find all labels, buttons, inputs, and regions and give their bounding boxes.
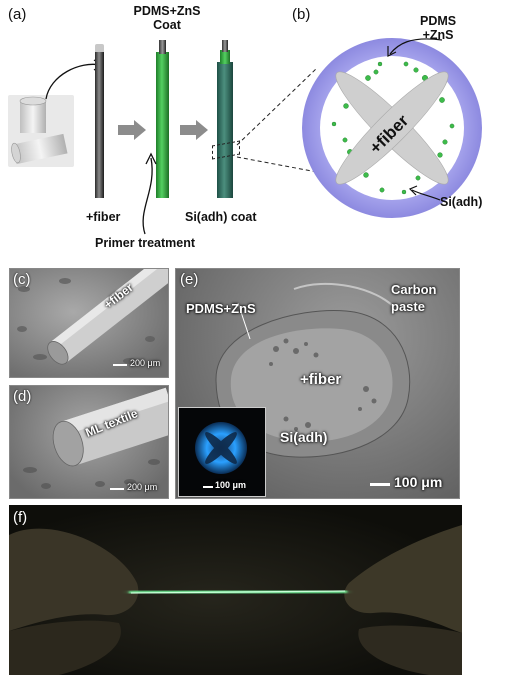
fiber-label: +fiber: [86, 210, 121, 224]
primer-arrow: [142, 152, 157, 235]
inset-scale-bar: [203, 486, 213, 488]
e-si-label: Si(adh): [280, 429, 328, 445]
fluorescence-inset: 100 μm: [178, 407, 266, 497]
bare-fiber-tip: [95, 44, 104, 52]
panel-f-photo: (f): [9, 505, 462, 675]
glowing-fiber-photo: [9, 525, 462, 675]
fiber-roll-photo: [8, 95, 74, 167]
panel-c-label: (c): [13, 271, 31, 288]
sem-fiber-d: [23, 387, 168, 489]
d-scale-bar: [110, 488, 124, 490]
si-fiber-green-tip: [220, 50, 230, 64]
pdms-coated-fiber: [156, 52, 169, 198]
si-coated-fiber: [217, 62, 233, 198]
d-scale-label: 200 μm: [127, 482, 158, 492]
step-arrow-1: [118, 120, 146, 140]
c-scale-label: 200 μm: [130, 358, 161, 368]
panel-e-sem: (e) Carbon paste PDMS+ZnS +fiber Si(adh)…: [175, 268, 460, 499]
carbon-paste-label: Carbon paste: [391, 282, 437, 314]
panel-b: (b) PDMS +ZnS: [290, 0, 507, 260]
cross-section-diagram: [302, 38, 482, 218]
e-pdms-label: PDMS+ZnS: [186, 301, 256, 316]
panel-f-label: (f): [13, 509, 28, 526]
bare-fiber-rod: [95, 50, 104, 198]
sem-fiber-c: [17, 269, 168, 365]
si-coat-label: Si(adh) coat: [185, 210, 257, 224]
panel-d-sem: (d) ML textile 200 μm: [9, 385, 169, 499]
e-scale-label: 100 μm: [394, 474, 443, 490]
coat-label: PDMS+ZnS Coat: [133, 4, 201, 32]
e-scale-bar: [370, 483, 390, 486]
e-fiber-label: +fiber: [300, 371, 342, 388]
inset-scale-label: 100 μm: [215, 480, 247, 490]
panel-a-label: (a): [8, 6, 27, 23]
step-arrow-2: [180, 120, 208, 140]
primer-label: Primer treatment: [95, 236, 196, 250]
panel-d-label: (d): [13, 388, 32, 405]
panel-b-label: (b): [292, 6, 311, 23]
c-scale-bar: [113, 364, 127, 366]
zoom-lines: [236, 67, 318, 173]
panel-e-label: (e): [180, 271, 199, 288]
panel-a: (a) PDMS+: [0, 0, 290, 260]
cs-si-label: Si(adh): [440, 195, 483, 209]
pdms-fiber-core-tip: [159, 40, 166, 54]
panel-c-sem: (c) +fiber 200 μm: [9, 268, 169, 378]
si-fiber-core-tip: [222, 40, 228, 52]
